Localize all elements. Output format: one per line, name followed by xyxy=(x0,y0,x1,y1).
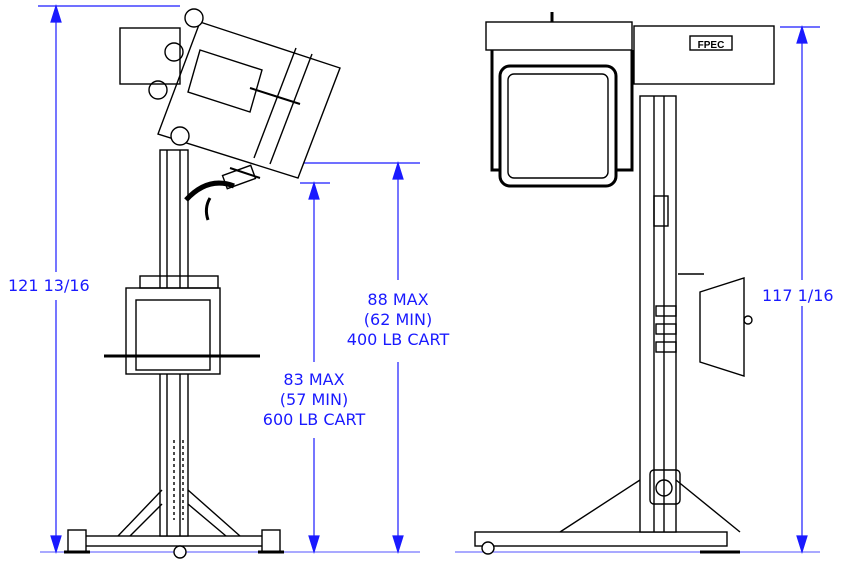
dim-83-max: 83 MAX xyxy=(283,370,345,389)
dim-83-max-block: 83 MAX (57 MIN) 600 LB CART xyxy=(252,370,376,430)
dim-62-min: (62 MIN) xyxy=(363,310,433,329)
dim-88-max-block: 88 MAX (62 MIN) 400 LB CART xyxy=(338,290,458,350)
dimension-lines xyxy=(38,3,820,555)
dim-88-max: 88 MAX xyxy=(367,290,429,309)
dim-overall-height-left: 121 13/16 xyxy=(8,276,90,295)
dim-57-min: (57 MIN) xyxy=(279,390,349,409)
dim-overall-height-right: 117 1/16 xyxy=(762,286,834,305)
dim-400-lb-cart: 400 LB CART xyxy=(346,330,450,349)
dim-600-lb-cart: 600 LB CART xyxy=(262,410,366,429)
front-view-dumper xyxy=(474,12,775,555)
brand-label: FPEC xyxy=(698,40,725,51)
side-view-dumper xyxy=(64,8,341,559)
